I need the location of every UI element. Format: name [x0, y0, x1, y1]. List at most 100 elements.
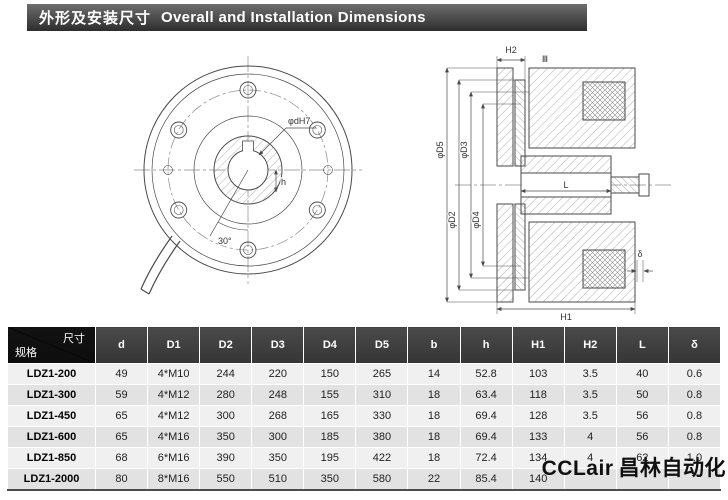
- value-cell: 18: [407, 426, 461, 448]
- value-cell: 4: [563, 447, 617, 469]
- bolt: [610, 176, 640, 194]
- delta-dimension-label: δ: [637, 249, 642, 259]
- bolt-circle: [167, 89, 329, 251]
- value-cell: [615, 468, 669, 490]
- column-header: L: [615, 326, 669, 364]
- value-cell: 265: [355, 363, 409, 385]
- column-header: D4: [303, 326, 357, 364]
- h1-dimension-label: H1: [560, 312, 572, 322]
- value-cell: 300: [199, 405, 253, 427]
- d5-dimension-label: φD5: [435, 141, 445, 158]
- d2-dimension-label: φD2: [447, 211, 457, 228]
- cable: [140, 235, 181, 295]
- value-cell: 3.5: [563, 363, 617, 385]
- value-cell: 80: [94, 468, 149, 490]
- value-cell: 59: [94, 384, 149, 406]
- h2-dimension-label: H2: [505, 45, 517, 55]
- column-header: δ: [667, 326, 722, 364]
- model-cell: LDZ1-600: [7, 426, 96, 448]
- technical-drawings: φdH7 h 30°: [134, 44, 672, 323]
- value-cell: 0.6: [667, 363, 722, 385]
- armature-plate: [496, 67, 514, 167]
- value-cell: 350: [199, 426, 253, 448]
- value-cell: 155: [303, 384, 357, 406]
- corner-header-cell: 尺寸 规格: [7, 326, 96, 364]
- friction-disc: [514, 79, 526, 167]
- corner-top-label: 尺寸: [63, 333, 85, 345]
- model-cell: LDZ1-850: [7, 447, 96, 469]
- value-cell: 4*M10: [147, 363, 201, 385]
- bore-dimension-label: φdH7: [288, 116, 310, 126]
- column-header: H1: [511, 326, 565, 364]
- d4-dimension-label: φD4: [471, 211, 481, 228]
- value-cell: 350: [303, 468, 357, 490]
- value-cell: 422: [355, 447, 409, 469]
- value-cell: 134: [511, 447, 565, 469]
- value-cell: 56: [615, 426, 669, 448]
- h-dimension-label: h: [281, 177, 286, 187]
- value-cell: 56: [615, 405, 669, 427]
- value-cell: 18: [407, 384, 461, 406]
- outer-flange-circle: [143, 65, 353, 275]
- value-cell: 22: [407, 468, 461, 490]
- section-mark-label: Ⅲ: [542, 54, 548, 64]
- value-cell: 280: [199, 384, 253, 406]
- value-cell: 165: [303, 405, 357, 427]
- value-cell: 185: [303, 426, 357, 448]
- value-cell: 65: [94, 426, 149, 448]
- value-cell: 8*M16: [147, 468, 201, 490]
- column-header: D2: [199, 326, 253, 364]
- section-view-drawing: φD5 φD2 φD3 φD4 H2 Ⅲ L δ H1: [434, 44, 672, 323]
- value-cell: [563, 468, 617, 490]
- value-cell: 3.5: [563, 384, 617, 406]
- value-cell: 0.8: [667, 384, 722, 406]
- coil-top: [582, 81, 626, 121]
- value-cell: 18: [407, 447, 461, 469]
- value-cell: 4*M16: [147, 426, 201, 448]
- value-cell: 69.4: [459, 405, 513, 427]
- column-header: h: [459, 326, 513, 364]
- model-cell: LDZ1-2000: [7, 468, 96, 490]
- model-cell: LDZ1-450: [7, 405, 96, 427]
- value-cell: 300: [251, 426, 305, 448]
- technical-drawings-area: φdH7 h 30°: [0, 30, 728, 323]
- value-cell: 4: [563, 426, 617, 448]
- section-header: 外形及安装尺寸 Overall and Installation Dimensi…: [27, 4, 587, 31]
- column-header: D1: [147, 326, 201, 364]
- value-cell: 85.4: [459, 468, 513, 490]
- value-cell: 63.4: [459, 384, 513, 406]
- value-cell: 50: [615, 384, 669, 406]
- value-cell: 550: [199, 468, 253, 490]
- value-cell: 0.8: [667, 426, 722, 448]
- value-cell: 49: [94, 363, 149, 385]
- value-cell: 6*M16: [147, 447, 201, 469]
- value-cell: 510: [251, 468, 305, 490]
- coil-bottom: [582, 249, 626, 289]
- value-cell: 310: [355, 384, 409, 406]
- model-cell: LDZ1-200: [7, 363, 96, 385]
- value-cell: 580: [355, 468, 409, 490]
- d3-dimension-label: φD3: [459, 141, 469, 158]
- model-cell: LDZ1-300: [7, 384, 96, 406]
- corner-bottom-label: 规格: [15, 347, 37, 359]
- value-cell: 72.4: [459, 447, 513, 469]
- column-header: D5: [355, 326, 409, 364]
- value-cell: 350: [251, 447, 305, 469]
- value-cell: [667, 468, 722, 490]
- front-view-drawing: φdH7 h 30°: [134, 56, 362, 295]
- angle-dimension-label: 30°: [218, 236, 232, 246]
- value-cell: 133: [511, 426, 565, 448]
- l-dimension-label: L: [563, 180, 568, 190]
- column-header: b: [407, 326, 461, 364]
- value-cell: 52.8: [459, 363, 513, 385]
- value-cell: 128: [511, 405, 565, 427]
- value-cell: 244: [199, 363, 253, 385]
- value-cell: 140: [511, 468, 565, 490]
